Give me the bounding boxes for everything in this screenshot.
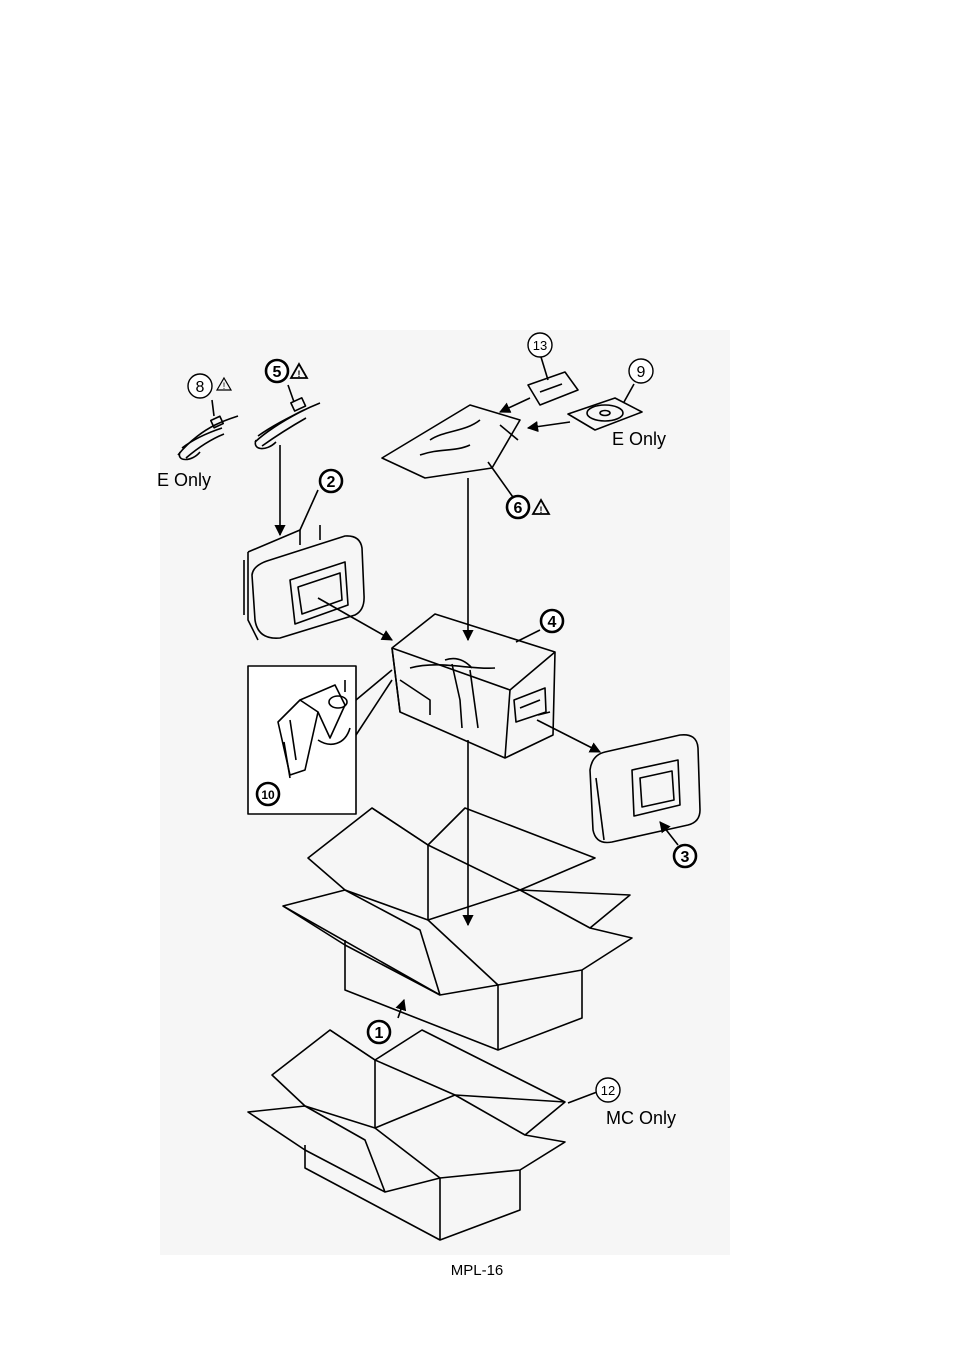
svg-text:!: ! <box>298 369 301 379</box>
svg-text:!: ! <box>540 505 543 515</box>
svg-text:13: 13 <box>533 338 547 353</box>
svg-text:1: 1 <box>375 1025 384 1042</box>
svg-text:3: 3 <box>681 849 690 866</box>
callout-6: 6 <box>507 496 529 518</box>
callout-2: 2 <box>320 470 342 492</box>
callout-9: 9 <box>629 359 653 383</box>
label-e-only-cord: E Only <box>157 470 211 491</box>
svg-text:4: 4 <box>548 614 557 631</box>
svg-text:2: 2 <box>327 474 336 491</box>
callout-8: 8 <box>188 374 212 398</box>
callout-5: 5 <box>266 360 288 382</box>
svg-text:12: 12 <box>601 1083 615 1098</box>
svg-text:!: ! <box>223 381 226 391</box>
svg-text:9: 9 <box>637 364 646 381</box>
svg-text:6: 6 <box>514 500 523 517</box>
label-mc-only: MC Only <box>606 1108 676 1129</box>
svg-text:8: 8 <box>196 379 205 396</box>
callout-4: 4 <box>541 610 563 632</box>
callout-12: 12 <box>596 1078 620 1102</box>
callout-13: 13 <box>528 333 552 357</box>
svg-text:10: 10 <box>261 788 275 802</box>
callout-10: 10 <box>257 783 279 805</box>
page-number: MPL-16 <box>0 1262 954 1279</box>
callout-1: 1 <box>368 1021 390 1043</box>
label-e-only-cd: E Only <box>612 429 666 450</box>
svg-text:5: 5 <box>273 364 282 381</box>
callout-3: 3 <box>674 845 696 867</box>
